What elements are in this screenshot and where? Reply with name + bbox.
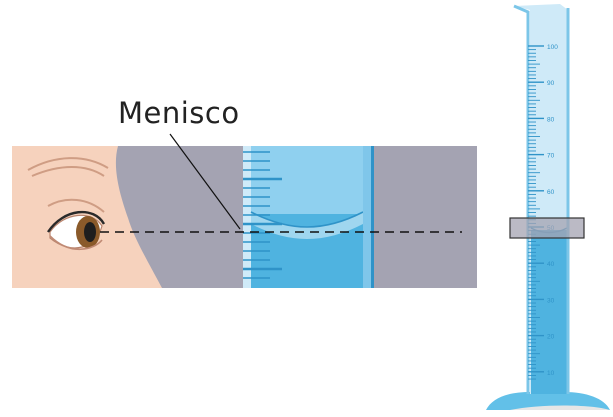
zoom-glass-edge-right <box>371 146 374 288</box>
scale-label: 40 <box>547 261 555 268</box>
graduated-cylinder: 100908070605040302010 <box>486 4 610 410</box>
zoom-scale-ticks <box>243 151 282 279</box>
upper-eyelid <box>47 210 106 233</box>
zoom-glass-wall-left <box>243 146 251 288</box>
menisco-label: Menisco <box>118 96 240 130</box>
pupil <box>84 222 96 242</box>
scale-label: 30 <box>547 297 555 304</box>
eyebrow <box>27 157 109 177</box>
zoom-meniscus-curve <box>251 212 363 239</box>
scale-label: 70 <box>547 153 555 160</box>
scale-label: 60 <box>547 189 555 196</box>
cylinder-edge-left <box>513 4 530 394</box>
menisco-pointer-line <box>169 133 241 230</box>
zoomed-view <box>12 133 477 288</box>
eyelid-crease <box>47 198 105 213</box>
zoom-meniscus-line <box>250 211 364 228</box>
scale-label: 80 <box>547 116 555 123</box>
cylinder-base-shadow <box>510 405 610 410</box>
scale-label: 10 <box>547 370 555 377</box>
reading-highlight-box <box>509 217 585 239</box>
scale-label: 20 <box>547 334 555 341</box>
lower-eyelid <box>49 235 103 250</box>
scale-label: 100 <box>547 44 558 51</box>
scale-label: 90 <box>547 80 555 87</box>
zoom-glass-wall-right <box>363 146 373 288</box>
cylinder-liquid <box>531 230 567 394</box>
cylinder-scale-ticks <box>528 45 544 380</box>
cylinder-base <box>486 392 610 410</box>
